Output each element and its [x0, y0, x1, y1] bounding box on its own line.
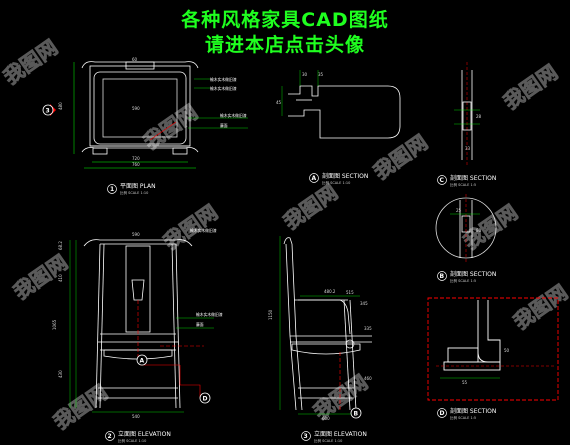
svg-text:1: 1 [110, 186, 114, 193]
svg-text:剖面图 SECTION: 剖面图 SECTION [450, 407, 496, 415]
svg-text:430: 430 [58, 370, 63, 378]
svg-text:立面图 ELEVATION: 立面图 ELEVATION [118, 430, 171, 438]
svg-text:720: 720 [132, 156, 140, 161]
svg-text:60: 60 [132, 57, 138, 62]
svg-text:55: 55 [462, 380, 468, 385]
svg-text:我图网: 我图网 [499, 60, 562, 114]
svg-text:345: 345 [360, 301, 368, 306]
section-d-view [427, 297, 559, 401]
section-c-view [454, 62, 480, 165]
svg-text:我图网: 我图网 [0, 35, 62, 89]
marker-c [345, 339, 355, 349]
svg-text:剖面图 SECTION: 剖面图 SECTION [450, 174, 496, 182]
svg-text:比例 SCALE 1:5: 比例 SCALE 1:5 [450, 182, 476, 187]
svg-text:剖面图 SECTION: 剖面图 SECTION [322, 172, 368, 180]
plan-caption: 1 平面图 PLAN 比例 SCALE 1:10 [107, 183, 156, 195]
svg-text:我图网: 我图网 [509, 280, 570, 334]
svg-text:B: B [440, 273, 445, 280]
svg-text:榆木实木做旧漆: 榆木实木做旧漆 [220, 113, 247, 118]
svg-text:剖面图 SECTION: 剖面图 SECTION [450, 270, 496, 278]
svg-text:立面图 ELEVATION: 立面图 ELEVATION [314, 430, 367, 438]
svg-text:45: 45 [276, 100, 282, 105]
banner-title: 各种风格家具CAD图纸 [181, 9, 389, 31]
svg-text:3: 3 [46, 108, 50, 115]
svg-text:460: 460 [364, 376, 372, 381]
section-a-view [281, 70, 401, 139]
svg-text:榆木实木做旧漆: 榆木实木做旧漆 [210, 86, 237, 91]
marker-d: D [199, 392, 211, 404]
svg-text:760: 760 [132, 162, 140, 167]
svg-text:335: 335 [364, 326, 372, 331]
svg-text:590: 590 [132, 106, 140, 111]
svg-text:D: D [203, 396, 208, 403]
svg-text:3: 3 [304, 433, 308, 440]
svg-text:600: 600 [322, 416, 330, 421]
svg-text:比例 SCALE 1:10: 比例 SCALE 1:10 [118, 438, 146, 443]
svg-text:我图网: 我图网 [309, 370, 372, 424]
svg-text:榆木实木做旧漆: 榆木实木做旧漆 [196, 312, 223, 317]
svg-text:榆木实木做旧漆: 榆木实木做旧漆 [190, 228, 217, 233]
svg-text:540: 540 [132, 414, 140, 419]
section-d-caption: D 剖面图 SECTION 比例 SCALE 1:5 [437, 407, 496, 420]
section-a-caption: A 剖面图 SECTION 比例 SCALE 1:10 [309, 172, 368, 185]
svg-text:1150: 1150 [268, 309, 273, 320]
svg-text:28: 28 [476, 114, 482, 119]
svg-text:比例 SCALE 1:5: 比例 SCALE 1:5 [450, 278, 476, 283]
svg-text:480: 480 [58, 102, 63, 110]
svg-text:比例 SCALE 1:10: 比例 SCALE 1:10 [322, 180, 350, 185]
plan-view [73, 61, 248, 169]
svg-text:410: 410 [58, 274, 63, 282]
section-c-caption: C 剖面图 SECTION 比例 SCALE 1:5 [437, 174, 496, 187]
svg-text:A: A [140, 358, 145, 365]
banner-subtitle: 请进本店点击头像 [204, 34, 365, 56]
section-b-view [435, 194, 497, 262]
svg-text:我图网: 我图网 [279, 180, 342, 234]
svg-text:藤面: 藤面 [196, 322, 204, 327]
svg-text:1065: 1065 [52, 319, 57, 330]
marker-b: B [350, 407, 362, 419]
svg-text:33: 33 [465, 146, 471, 151]
svg-text:A: A [312, 175, 317, 182]
svg-text:2: 2 [108, 433, 112, 440]
svg-text:590: 590 [132, 232, 140, 237]
svg-text:榆木实木做旧漆: 榆木实木做旧漆 [210, 77, 237, 82]
svg-text:比例 SCALE 1:5: 比例 SCALE 1:5 [450, 415, 476, 420]
svg-text:68.2: 68.2 [58, 241, 63, 250]
svg-text:515: 515 [346, 290, 354, 295]
marker-a: A [136, 354, 148, 366]
svg-text:平面图 PLAN: 平面图 PLAN [120, 183, 156, 190]
svg-text:50: 50 [504, 348, 510, 353]
front-caption: 2 立面图 ELEVATION 比例 SCALE 1:10 [105, 430, 171, 443]
marker-3: 3 [42, 104, 56, 116]
svg-text:B: B [354, 411, 359, 418]
svg-text:30: 30 [302, 72, 308, 77]
side-elevation-view [279, 236, 372, 415]
watermark-layer: 我图网 我图网 我图网 我图网 我图网 我图网 我图网 我图网 我图网 我图网 … [0, 35, 570, 435]
side-caption: 3 立面图 ELEVATION 比例 SCALE 1:10 [301, 430, 367, 443]
svg-text:比例 SCALE 1:10: 比例 SCALE 1:10 [120, 190, 148, 195]
svg-text:35: 35 [318, 72, 324, 77]
svg-text:C: C [440, 177, 445, 184]
front-elevation-view [69, 239, 214, 413]
svg-text:25: 25 [456, 208, 462, 213]
svg-text:我图网: 我图网 [459, 200, 522, 254]
section-b-caption: B 剖面图 SECTION 比例 SCALE 1:5 [437, 270, 496, 283]
svg-text:80: 80 [476, 228, 482, 233]
svg-text:D: D [440, 410, 445, 417]
svg-text:比例 SCALE 1:10: 比例 SCALE 1:10 [314, 438, 342, 443]
svg-text:480.2: 480.2 [324, 289, 336, 294]
svg-text:藤面: 藤面 [220, 123, 228, 128]
